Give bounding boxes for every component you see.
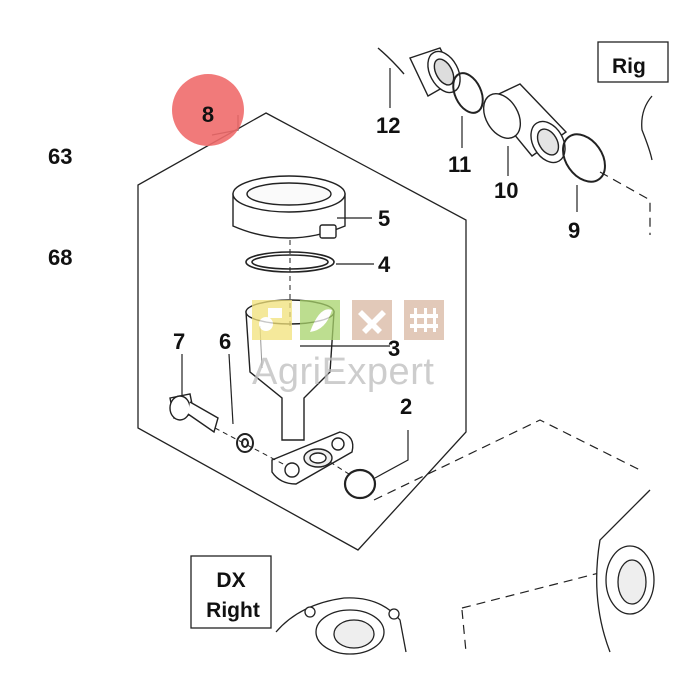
- part-label-4: 4: [378, 252, 391, 277]
- part-label-5: 5: [378, 206, 390, 231]
- part-label-2: 2: [400, 394, 412, 419]
- part-label-6: 6: [219, 329, 231, 354]
- part-o-ring: [343, 468, 377, 500]
- part-bolt: [169, 393, 219, 434]
- part-ring-9: [562, 133, 606, 183]
- part-ring-11: [452, 72, 484, 114]
- assembly-highlight: [172, 74, 244, 146]
- part-washer: [236, 433, 254, 453]
- bottom-housing: [275, 597, 407, 655]
- callout-68: 68: [48, 245, 72, 270]
- assembly-number: 8: [202, 102, 214, 127]
- part-label-3: 3: [388, 336, 400, 361]
- dx-label: DX: [216, 569, 245, 592]
- part-cap: [232, 175, 346, 239]
- watermark-tile-tractor-icon: [252, 300, 292, 340]
- part-label-7: 7: [173, 329, 185, 354]
- part-label-9: 9: [568, 218, 580, 243]
- dx-right-label: Right: [206, 599, 260, 622]
- watermark-text: AgriExpert: [252, 351, 434, 393]
- assembly-outline: [137, 112, 467, 551]
- callout-63: 63: [48, 144, 72, 169]
- part-label-12: 12: [376, 113, 400, 138]
- part-hose-coupler: [377, 47, 461, 97]
- right-label-box: [597, 41, 669, 83]
- hose-route-top: [599, 171, 651, 235]
- part-adapter-10: [482, 83, 568, 164]
- hose-route-bottom: [461, 559, 651, 609]
- hose-route: [373, 419, 641, 501]
- right-edge-housing: [641, 95, 653, 161]
- part-label-11: 11: [448, 152, 471, 177]
- watermark: AgriExpert: [252, 300, 444, 393]
- part-label-10: 10: [494, 178, 518, 203]
- dx-label-box: [190, 555, 272, 629]
- right-bottom-housing: [596, 489, 655, 653]
- right-label-text: Rig: [612, 55, 646, 78]
- part-bracket: [271, 431, 354, 485]
